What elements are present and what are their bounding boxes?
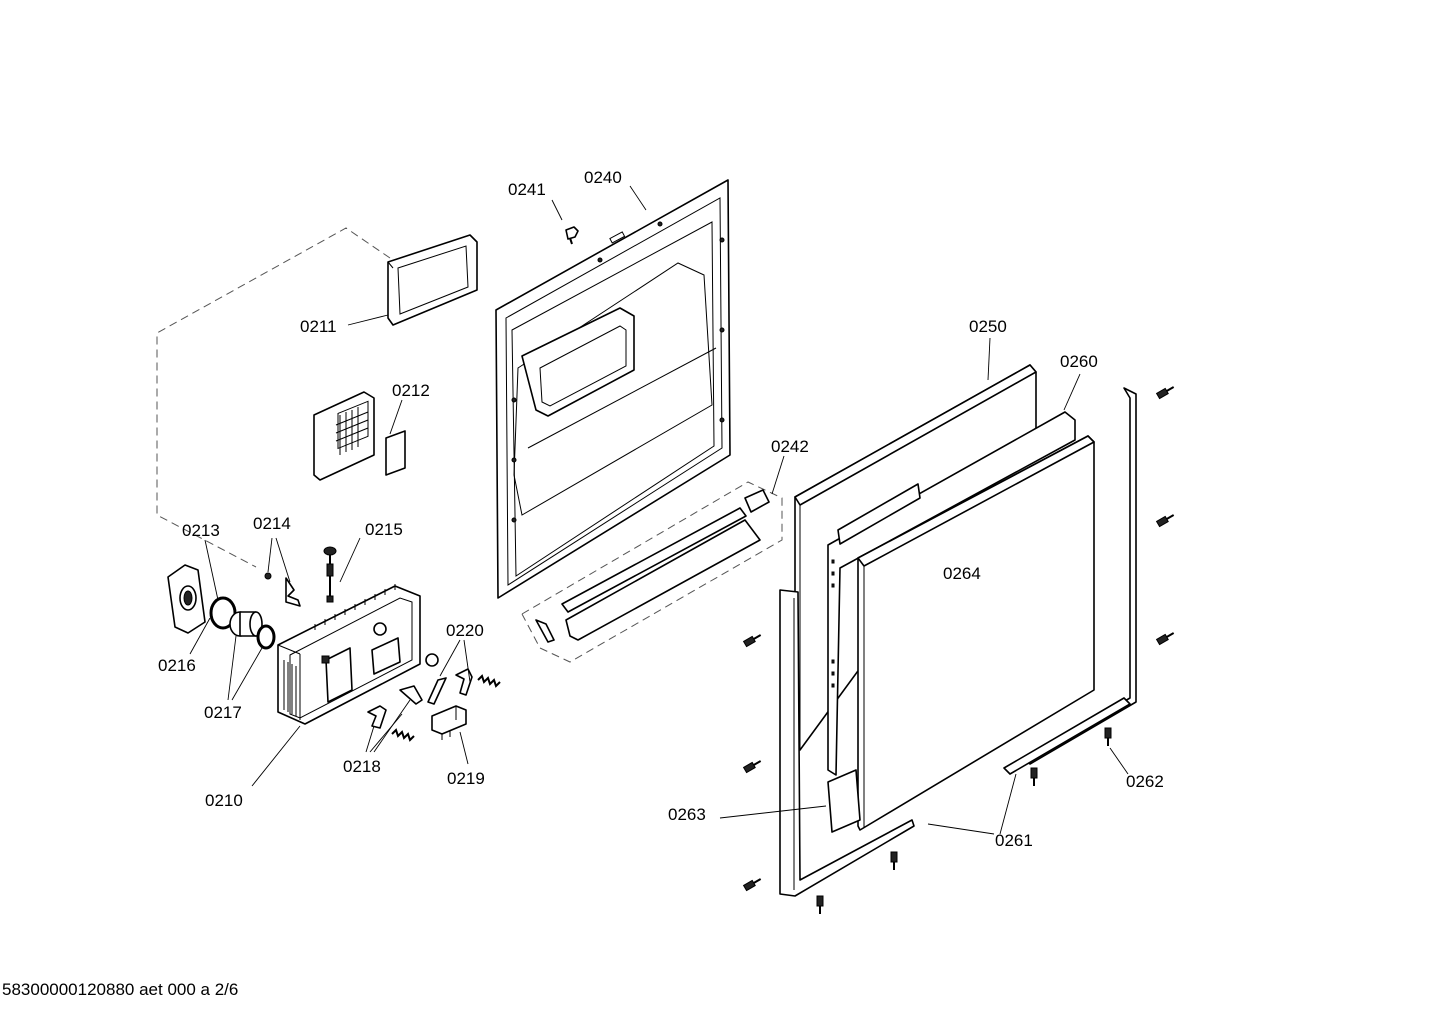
- screw-icon: [1030, 767, 1038, 786]
- label-0216: 0216: [158, 656, 196, 675]
- screw-icon: [1104, 727, 1112, 746]
- screw-icon: [1155, 632, 1175, 646]
- screw-icon: [1155, 386, 1175, 400]
- label-0215: 0215: [365, 520, 403, 539]
- screw-icon: [890, 851, 898, 870]
- label-0219: 0219: [447, 769, 485, 788]
- label-0211: 0211: [300, 317, 337, 336]
- part-0210-dispenser-housing[interactable]: [277, 584, 421, 725]
- part-0264-front-panel[interactable]: [857, 435, 1095, 831]
- part-0211-frame[interactable]: [387, 234, 478, 326]
- leader-lines: [189, 185, 1129, 835]
- label-0241: 0241: [508, 180, 546, 199]
- label-0213: 0213: [182, 521, 220, 540]
- part-0262-side-rail[interactable]: [1003, 387, 1137, 775]
- label-0242: 0242: [771, 437, 809, 456]
- part-0212-filter-holder[interactable]: [313, 391, 406, 481]
- screw-icon: [816, 895, 824, 914]
- screw-icon: [1155, 514, 1175, 528]
- part-0215-valve-pin[interactable]: [323, 546, 337, 603]
- screw-icon-group: [742, 386, 1175, 914]
- label-0264: 0264: [943, 564, 981, 583]
- label-0220: 0220: [446, 621, 484, 640]
- label-0210: 0210: [205, 791, 243, 810]
- screw-icon: [742, 760, 762, 774]
- part-0220-lever-springs[interactable]: [425, 653, 501, 705]
- screw-icon: [742, 878, 762, 892]
- label-0260: 0260: [1060, 352, 1098, 371]
- dashed-group-outline: [156, 227, 391, 568]
- label-0214: 0214: [253, 514, 291, 533]
- part-0242-rails[interactable]: [521, 481, 783, 663]
- part-0216-cover[interactable]: [167, 564, 237, 634]
- part-0217-nozzle[interactable]: [229, 611, 276, 650]
- part-0240-inner-door[interactable]: [495, 179, 731, 599]
- label-0250: 0250: [969, 317, 1007, 336]
- label-0261: 0261: [995, 831, 1033, 850]
- label-0240: 0240: [584, 168, 622, 187]
- label-0263: 0263: [668, 805, 706, 824]
- part-0260-insulation[interactable]: [827, 411, 1076, 776]
- part-0218-levers[interactable]: [367, 685, 423, 742]
- part-0263-frame[interactable]: [779, 589, 915, 897]
- part-0214-screw-and-lever[interactable]: [264, 572, 301, 607]
- label-0212: 0212: [392, 381, 430, 400]
- label-0218: 0218: [343, 757, 381, 776]
- part-0219-switch[interactable]: [431, 705, 467, 740]
- label-0262: 0262: [1126, 772, 1164, 791]
- part-labels: 0211 0212 0213 0214 0215 0216 0217 0210 …: [158, 168, 1164, 850]
- part-0241-screw[interactable]: [565, 226, 579, 245]
- label-0217: 0217: [204, 703, 242, 722]
- drawing-reference-footer: 58300000120880 aet 000 a 2/6: [2, 980, 239, 999]
- screw-icon: [742, 634, 762, 648]
